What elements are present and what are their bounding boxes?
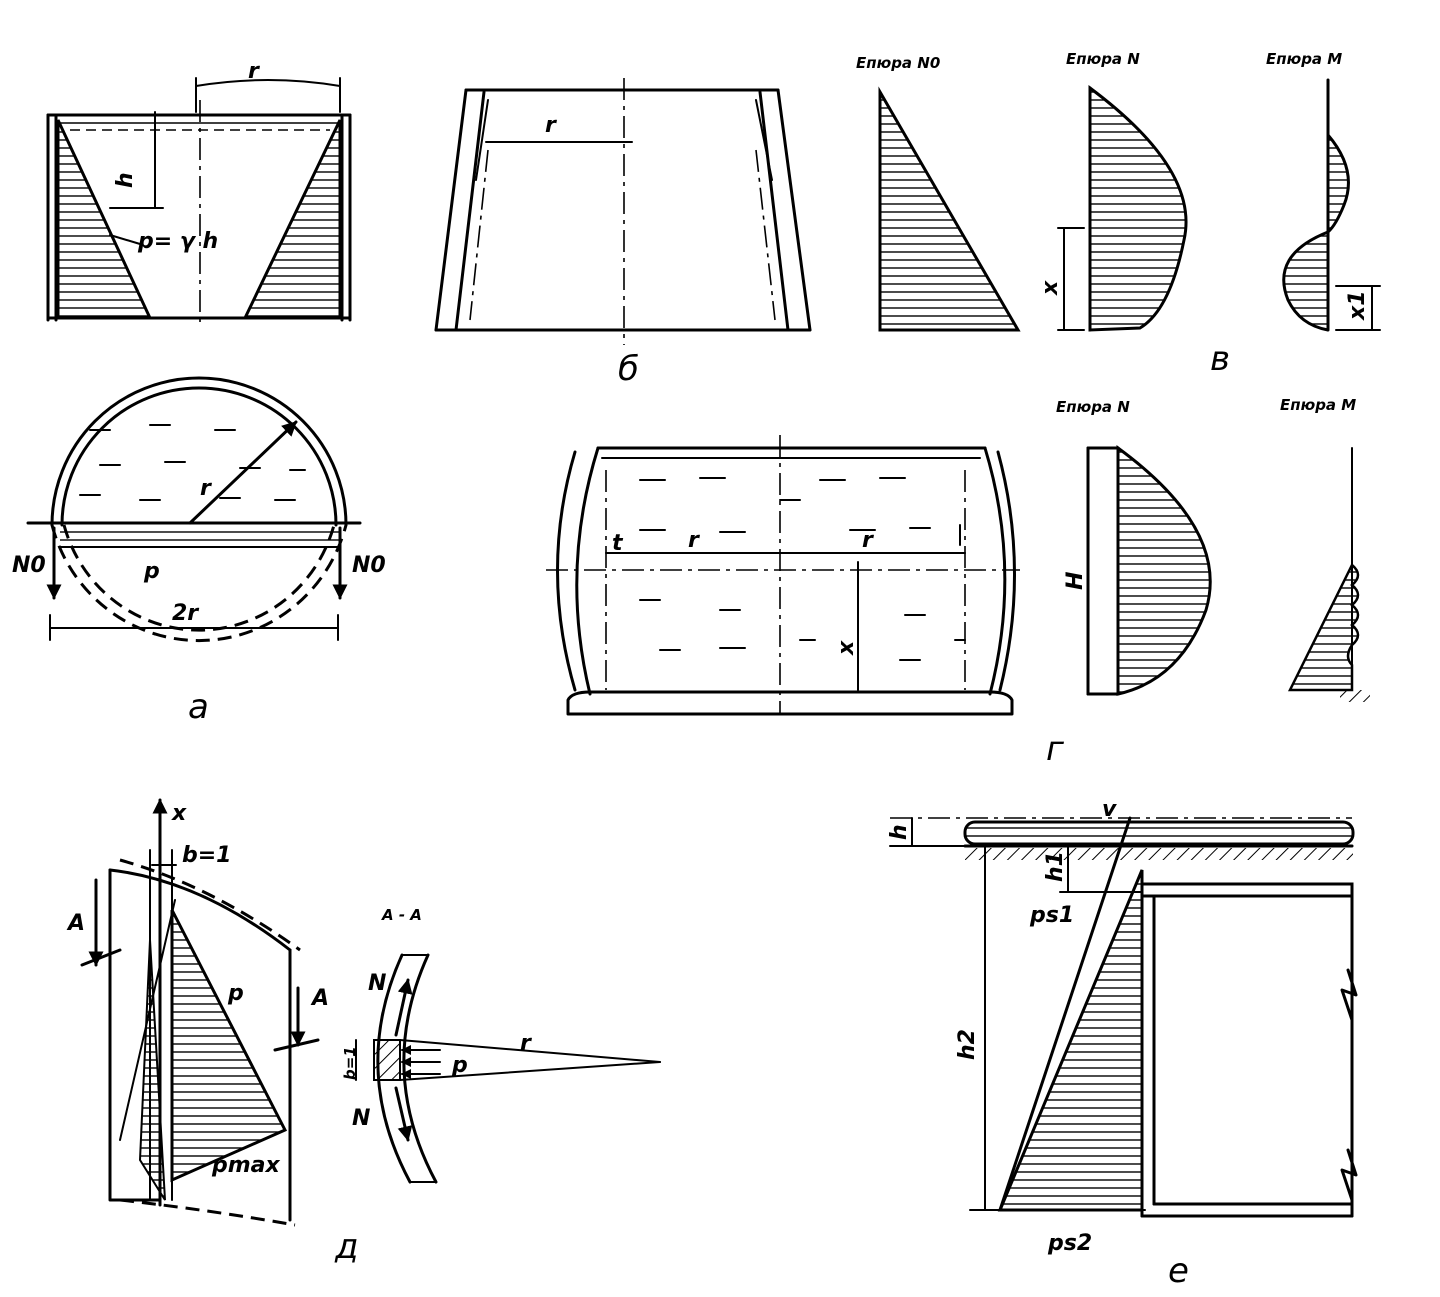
panel-d-a-left: A [66, 911, 85, 936]
panel-e-h1-label: h1 [1043, 851, 1068, 882]
panel-a-pressure-label: p= γ h [137, 229, 218, 254]
panel-d-section-b1: b=1 [341, 1046, 359, 1080]
panel-d-pmax-label: pmax [211, 1153, 281, 1178]
panel-g-r-left: r [688, 528, 700, 553]
panel-a-ring-plan [26, 376, 362, 643]
panel-d-n-top: N [368, 971, 386, 996]
panel-e-v-label: v [1102, 797, 1117, 822]
panel-d-b1-label: b=1 [182, 843, 232, 868]
panel-a-p-label: p [143, 559, 160, 584]
panel-a-h-label: h [113, 172, 138, 188]
panel-v-n-title: Епюра N [1066, 50, 1140, 68]
panel-a-r-label: r [248, 59, 260, 84]
panel-e-h-label: h [887, 824, 912, 840]
panel-v-m-title: Епюра M [1266, 50, 1342, 68]
panel-g-n-title: Епюра N [1056, 398, 1130, 416]
panel-d-label: д [334, 1227, 359, 1267]
panel-a-tank-section [46, 77, 352, 325]
panel-a-label: a [188, 687, 209, 727]
panel-b-conical-tank [434, 78, 812, 345]
panel-e-ps1-label: ps1 [1029, 903, 1074, 928]
panel-a-n0-left: N0 [12, 553, 46, 578]
m-diagram-bottom [1287, 563, 1360, 692]
panel-v-n0-title: Епюра N0 [856, 54, 940, 72]
panel-v-x1-label: x1 [1345, 291, 1370, 322]
n-diagram-top [1088, 85, 1188, 332]
n-diagram-bottom [1116, 445, 1212, 696]
panel-d-section-r: r [520, 1031, 532, 1056]
panel-d-section-title: A - A [381, 906, 422, 924]
panel-e-h2-label: h2 [955, 1029, 980, 1060]
panel-g-r-right: r [862, 528, 874, 553]
panel-a-n0-right: N0 [352, 553, 386, 578]
n0-diagram [878, 86, 1021, 332]
panel-g-t-label: t [612, 531, 624, 556]
panel-a-2r-label: 2r [172, 601, 199, 626]
panel-d-n-bottom: N [352, 1106, 370, 1131]
panel-d-p-label: p [227, 981, 244, 1006]
panel-e-label: е [1168, 1251, 1189, 1291]
panel-d-ring-section [355, 953, 661, 1184]
panel-g-m-title: Епюра M [1280, 396, 1356, 414]
panel-g-h-label: H [1063, 572, 1088, 590]
panel-v-label: в [1210, 339, 1230, 379]
panel-e-retaining-wall [889, 816, 1358, 1218]
m-diagram-top [1282, 134, 1350, 332]
panel-e-ps2-label: ps2 [1047, 1231, 1092, 1256]
panel-d-wall-element [80, 798, 320, 1227]
panel-a-radius-label: r [200, 476, 212, 501]
panel-d-section-p: p [451, 1053, 468, 1078]
panel-d-a-right: A [310, 986, 329, 1011]
panel-g-tank [546, 435, 1020, 716]
panel-b-r-label: r [545, 113, 557, 138]
panel-g-label: г [1046, 729, 1065, 769]
panel-b-label: б [618, 349, 639, 389]
panel-v-x-label: x [1038, 280, 1063, 296]
panel-d-x-label: x [171, 801, 187, 826]
panel-g-x-label: x [834, 640, 859, 656]
